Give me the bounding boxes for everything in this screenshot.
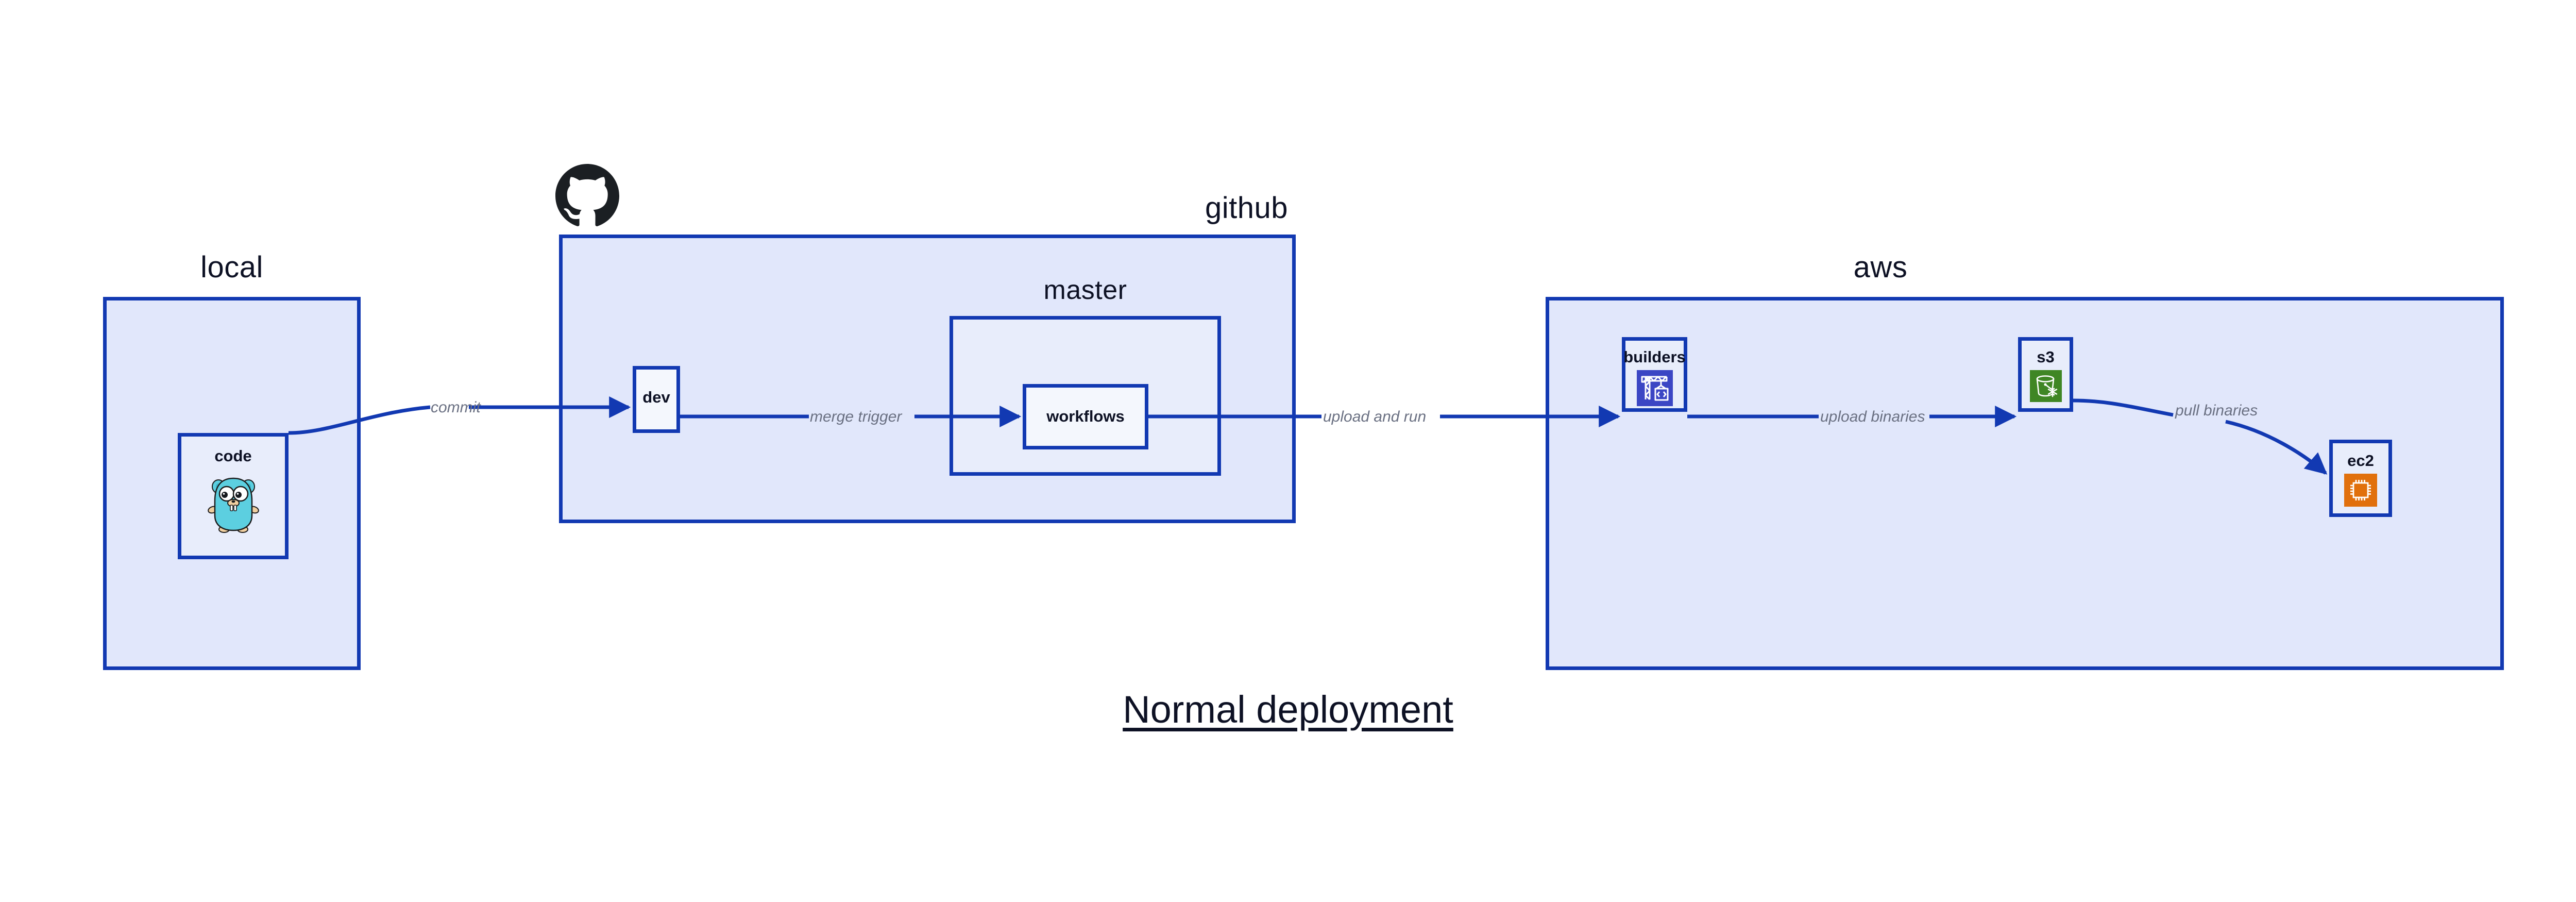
node-label-ec2: ec2 (2347, 452, 2374, 470)
node-workflows[interactable]: workflows (1023, 384, 1148, 449)
go-gopher-icon (207, 471, 259, 536)
node-label-dev: dev (642, 388, 670, 406)
diagram-title: Normal deployment (1123, 688, 1453, 731)
edge-label-upload-binaries: upload binaries (1820, 408, 1925, 425)
aws-s3-glacier-icon (2029, 370, 2062, 405)
github-octocat-logo (555, 164, 619, 228)
group-label-local: local (200, 250, 263, 284)
node-label-builders: builders (1623, 348, 1686, 366)
edge-label-merge-trigger: merge trigger (810, 408, 902, 425)
node-label-workflows: workflows (1046, 407, 1125, 425)
node-code[interactable]: code (178, 433, 289, 559)
aws-ec2-icon (2344, 474, 2377, 509)
node-s3[interactable]: s3 (2018, 337, 2073, 412)
node-label-code: code (214, 447, 252, 465)
edge-label-pull-binaries: pull binaries (2175, 402, 2258, 419)
aws-codebuild-icon (1636, 370, 1673, 409)
node-ec2[interactable]: ec2 (2329, 440, 2392, 517)
group-label-aws: aws (1853, 250, 1908, 284)
node-label-s3: s3 (2037, 348, 2055, 366)
group-label-github: github (1205, 191, 1288, 225)
edge-label-commit: commit (431, 399, 481, 416)
edge-label-upload-and-run: upload and run (1323, 408, 1427, 425)
group-label-master: master (1043, 275, 1127, 305)
node-builders[interactable]: builders (1622, 337, 1687, 412)
node-dev[interactable]: dev (633, 366, 680, 433)
